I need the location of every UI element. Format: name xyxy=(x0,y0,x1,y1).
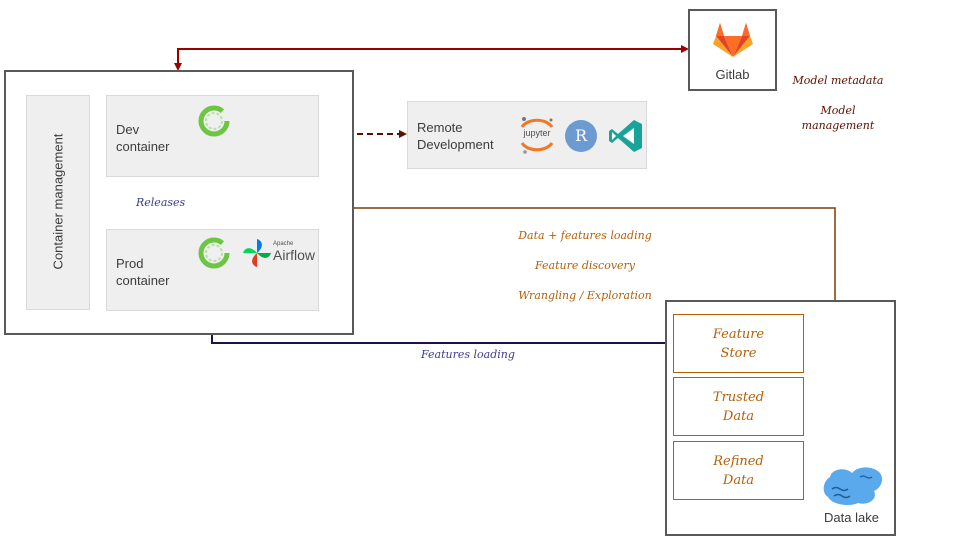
gitlab-box: Gitlab xyxy=(688,9,777,91)
gitlab-note-line1: Model metadata xyxy=(792,74,884,87)
data-features-note: Data + features loading Feature discover… xyxy=(505,213,665,318)
airflow-pinwheel-icon xyxy=(243,239,271,267)
gitlab-arrow xyxy=(174,45,689,71)
airflow-small-text: Apache xyxy=(273,241,294,247)
features-loading-label: Features loading xyxy=(421,348,515,361)
jupyter-text: jupyter xyxy=(523,128,551,138)
gitlab-note-line2: Model management xyxy=(801,104,875,132)
releases-label: Releases xyxy=(136,196,186,209)
container-management-panel xyxy=(26,95,90,310)
gitlab-fox-icon xyxy=(713,23,753,57)
prod-container: Apache Airflow Prod container xyxy=(106,229,319,311)
trusted-data-box: Trusted Data xyxy=(673,377,804,436)
r-text: R xyxy=(574,126,588,145)
r-icon xyxy=(565,120,597,152)
vscode-icon xyxy=(609,120,642,152)
container-management-label: Container management xyxy=(50,133,66,270)
remote-development-label: Remote Development xyxy=(417,120,494,152)
dev-container-label: Dev container xyxy=(116,122,170,154)
data-lake-label: Data lake xyxy=(824,510,879,525)
data-features-note-line3: Wrangling / Exploration xyxy=(518,289,652,302)
lake-icon xyxy=(823,467,883,505)
refined-data-box: Refined Data xyxy=(673,441,804,500)
jupyter-icon xyxy=(520,117,554,154)
feature-store-box: Feature Store xyxy=(673,314,804,373)
dev-container: Dev container xyxy=(106,95,319,177)
gitlab-note: Model metadata Model management xyxy=(783,58,893,148)
gitlab-label: Gitlab xyxy=(715,67,750,82)
data-features-note-line2: Feature discovery xyxy=(534,259,636,272)
prod-container-label: Prod container xyxy=(116,256,170,288)
airflow-text: Airflow xyxy=(273,247,316,263)
jupyter-ring-icon xyxy=(198,237,230,269)
data-features-note-line1: Data + features loading xyxy=(518,229,652,242)
remote-development-box: Remote Development jupyter R xyxy=(407,101,647,169)
jupyter-ring-icon xyxy=(198,105,230,137)
